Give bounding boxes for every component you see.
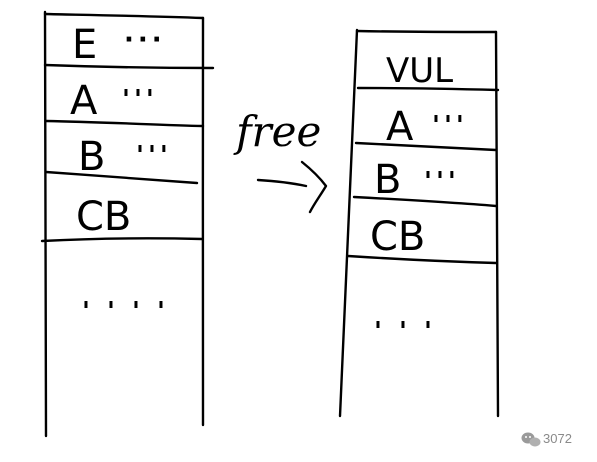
watermark: 3072 bbox=[521, 431, 572, 447]
left-cell-letter-b: B bbox=[78, 134, 105, 180]
right-stack-right-border bbox=[494, 30, 500, 418]
left-cell-letter-a: A bbox=[70, 78, 98, 124]
right-cell-letter-a: A bbox=[386, 104, 414, 150]
free-label: free bbox=[233, 107, 321, 156]
left-stack-divider-2 bbox=[44, 119, 205, 128]
right-stack-divider-1 bbox=[356, 86, 500, 92]
left-stack-left-border bbox=[43, 10, 48, 438]
left-cell-trail-e: ··· bbox=[124, 25, 166, 55]
right-cell-letter-cb: CB bbox=[370, 214, 425, 260]
right-cell-trail-b: ''' bbox=[424, 167, 460, 197]
arrow-head bbox=[300, 160, 328, 214]
right-cell-letter-vul: VUL bbox=[386, 51, 453, 91]
arrow-shaft bbox=[256, 178, 308, 188]
watermark-label: 3072 bbox=[543, 431, 572, 446]
left-cell-letter-cb: CB bbox=[76, 194, 131, 240]
right-stack-top-line bbox=[355, 29, 498, 34]
left-stack-tail-dots: ' ' ' ' bbox=[82, 297, 169, 327]
right-stack-divider-3 bbox=[352, 195, 498, 208]
left-stack-divider-3 bbox=[44, 170, 199, 185]
left-cell-trail-a: ''' bbox=[122, 85, 158, 115]
free-transition: free bbox=[233, 107, 328, 214]
right-cell-letter-b: B bbox=[374, 157, 401, 203]
right-heap-stack: VUL A ''' B ''' CB ' ' ' bbox=[338, 28, 500, 418]
right-stack-divider-2 bbox=[354, 141, 498, 152]
right-cell-trail-a: ''' bbox=[432, 111, 468, 141]
right-stack-left-border bbox=[338, 28, 359, 418]
left-stack-divider-4 bbox=[40, 237, 204, 243]
right-stack-divider-4 bbox=[346, 254, 498, 265]
wechat-logo-icon bbox=[521, 432, 541, 447]
left-cell-letter-e: E bbox=[72, 22, 97, 68]
left-heap-stack: E ··· A ''' B ''' CB ' ' ' ' bbox=[40, 10, 215, 438]
left-stack-divider-1 bbox=[43, 63, 215, 70]
left-stack-right-border bbox=[201, 16, 205, 427]
right-stack-tail-dots: ' ' ' bbox=[374, 317, 436, 347]
left-cell-trail-b: ''' bbox=[136, 141, 172, 171]
left-stack-top-line bbox=[43, 12, 205, 20]
